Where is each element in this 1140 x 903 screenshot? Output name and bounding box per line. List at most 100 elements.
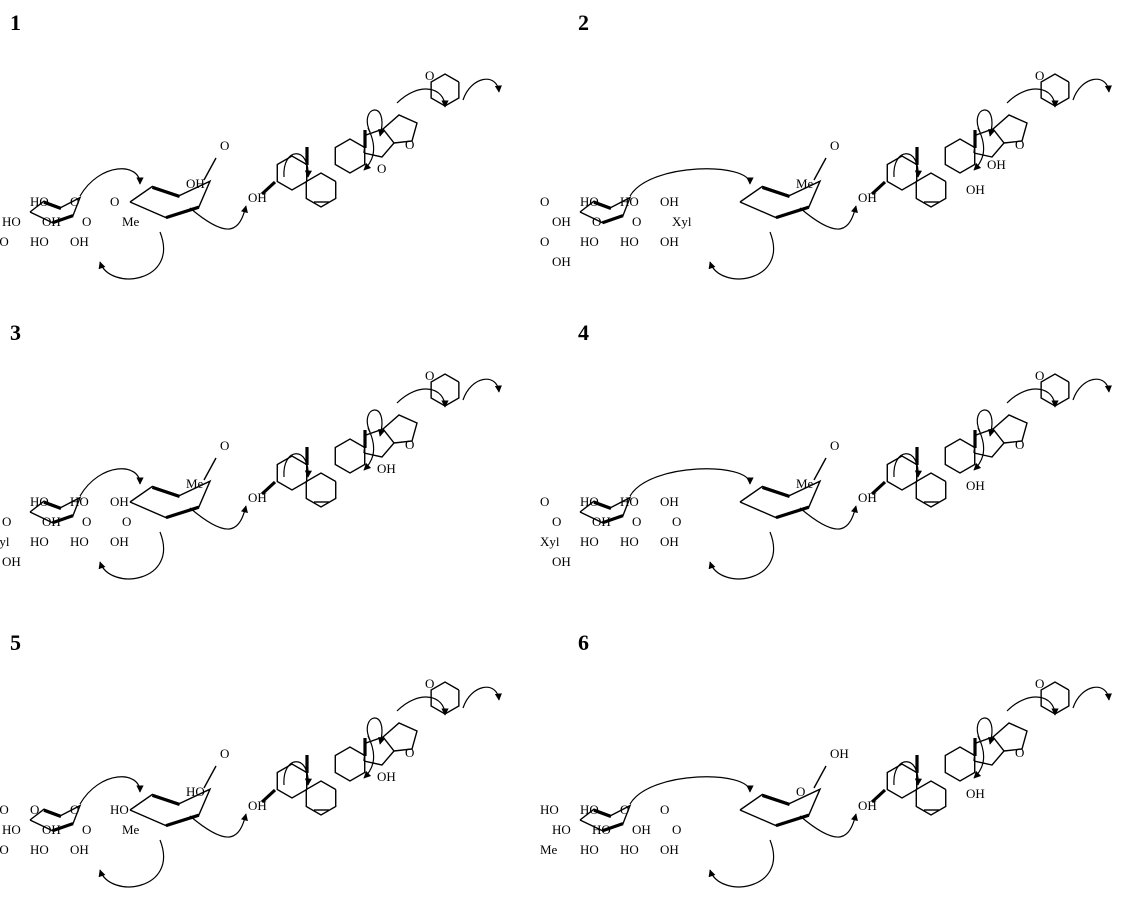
substituent-label: O (540, 494, 549, 509)
hmbc-correlation-arrow (1006, 696, 1059, 716)
bond (276, 455, 308, 491)
substituent-label: HO (620, 494, 639, 509)
hmbc-correlation-arrow (629, 468, 754, 497)
ring-front-bond (775, 205, 810, 220)
bond (886, 155, 918, 191)
hmbc-correlation-arrow (976, 717, 996, 745)
methyl-label: Me (540, 842, 558, 857)
substituent-label: O (82, 822, 91, 837)
hmbc-correlation-arrow (283, 761, 312, 786)
hmbc-correlation-arrow (893, 453, 922, 478)
hmbc-correlation-arrow (79, 776, 144, 805)
substituent-label: HO (552, 822, 571, 837)
hmbc-correlation-arrow (366, 109, 386, 137)
glycosidic-oxygen-label: OH (248, 798, 267, 813)
bond (992, 722, 1028, 752)
substituent-label: OH (552, 554, 571, 569)
bond (973, 428, 1005, 458)
hmbc-correlation-arrow (708, 531, 774, 580)
ring-oxygen-label: O (405, 137, 414, 152)
bond (992, 114, 1028, 144)
hmbc-correlation-arrow (98, 531, 164, 580)
substituent-label: O (82, 514, 91, 529)
xylose-label: Xyl (0, 534, 10, 549)
ring-front-bond (593, 808, 612, 819)
hydroxyl-label: O (830, 138, 839, 153)
hydroxyl-label: OH (377, 769, 396, 784)
bond (305, 780, 337, 816)
substituent-label: HO (110, 802, 129, 817)
substituent-label: O (552, 514, 561, 529)
substituent-label: O (632, 514, 641, 529)
substituent-label: HO (30, 534, 49, 549)
bond (203, 765, 217, 789)
ring-front-bond (775, 505, 810, 520)
c3-wedge (260, 180, 277, 196)
glycosidic-oxygen-label: OH (248, 190, 267, 205)
substituent-label: HO (30, 842, 49, 857)
hmbc-correlation-arrow (366, 717, 386, 745)
hydroxyl-label: O (377, 161, 386, 176)
ring-front-bond (165, 505, 200, 520)
substituent-label: HO (0, 842, 9, 857)
substituent-label: HO (580, 842, 599, 857)
hmbc-correlation-arrow (799, 505, 858, 530)
compound-number: 1 (10, 10, 21, 35)
substituent-label: O (122, 514, 131, 529)
hmbc-correlation-arrow (189, 505, 248, 530)
substituent-label: OH (70, 842, 89, 857)
hmbc-correlation-arrow (893, 761, 922, 786)
bond (334, 138, 366, 174)
hmbc-correlation-arrow (1072, 378, 1112, 401)
substituent-label: OH (552, 254, 571, 269)
xylose-label: Xyl (540, 534, 560, 549)
bond (334, 438, 366, 474)
c3-wedge (260, 480, 277, 496)
hmbc-correlation-arrow (799, 205, 858, 230)
bond (1040, 681, 1070, 715)
substituent-label: OH (660, 194, 679, 209)
ring-oxygen-label: O (796, 784, 805, 799)
ring-oxygen-label: O (405, 745, 414, 760)
ring-front-bond (775, 813, 810, 828)
substituent-label: O (620, 802, 629, 817)
substituent-label: HO (30, 194, 49, 209)
substituent-label: OH (660, 842, 679, 857)
ring-front-bond (51, 514, 74, 525)
ring-front-bond (151, 185, 181, 199)
ring-oxygen-label: O (1015, 137, 1024, 152)
ring-oxygen-label: HO (186, 784, 205, 799)
bond (944, 746, 976, 782)
hydroxyl-label: OH (377, 461, 396, 476)
substituent-label: OH (2, 554, 21, 569)
ring-front-bond (151, 485, 181, 499)
compound-number: 5 (10, 630, 21, 655)
ring-front-bond (43, 500, 62, 511)
bond (915, 472, 947, 508)
bond (813, 765, 827, 789)
ring-oxygen-label: Me (796, 176, 814, 191)
hmbc-correlation-arrow (1006, 88, 1059, 108)
ring-oxygen-label: O (405, 437, 414, 452)
substituent-label: HO (580, 494, 599, 509)
bond (276, 763, 308, 799)
bond (334, 746, 366, 782)
bond (886, 763, 918, 799)
compound-panel-3: 3OOOHOHOMeOHOHOOHOOHOOXylHOHOOHOH (0, 320, 502, 580)
ring-oxygen-label: OH (186, 176, 205, 191)
substituent-label: OH (70, 234, 89, 249)
hmbc-correlation-arrow (1006, 388, 1059, 408)
ring-front-bond (761, 485, 791, 499)
ring-front-bond (601, 822, 624, 833)
bond (203, 157, 217, 181)
hmbc-correlation-arrow (1072, 686, 1112, 709)
bond (1040, 373, 1070, 407)
hmbc-correlation-arrow (363, 427, 375, 471)
glycosidic-oxygen-label: OH (858, 490, 877, 505)
ring-front-bond (165, 205, 200, 220)
bond (915, 780, 947, 816)
